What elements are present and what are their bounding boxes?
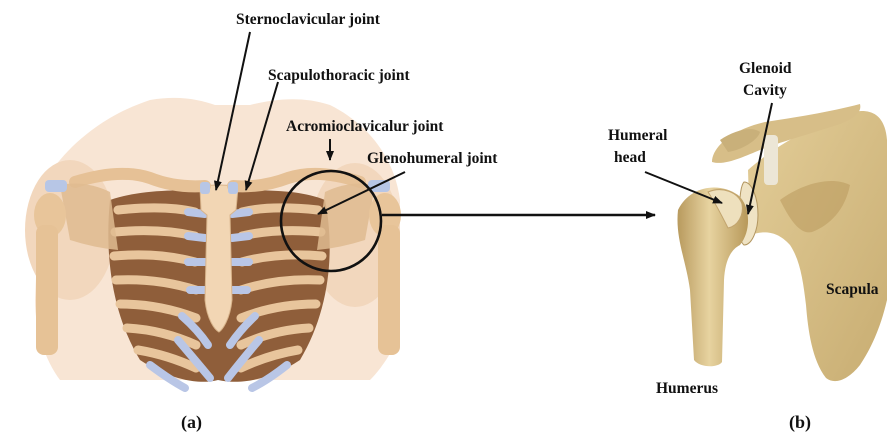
panel-b-illustration (677, 104, 887, 381)
panel-b-caption: (b) (789, 412, 811, 433)
glenoid-label-line2: Cavity (743, 82, 787, 99)
panel-a-caption: (a) (181, 412, 202, 433)
acromioclavicular-joint-label: Acromioclavicalur joint (286, 118, 444, 135)
panel-a-illustration (25, 98, 401, 388)
humerus-label: Humerus (656, 380, 718, 397)
humeral-head-label-line1: Humeral (608, 127, 668, 144)
scapulothoracic-joint-label: Scapulothoracic joint (268, 67, 410, 84)
glenohumeral-joint-label: Glenohumeral joint (367, 150, 498, 167)
humeral-head-arrow (645, 172, 722, 203)
humeral-head-label-line2: head (614, 149, 646, 166)
sternoclavicular-joint-label: Sternoclavicular joint (236, 11, 381, 28)
scapula-label: Scapula (826, 281, 879, 298)
right-humerus (378, 225, 400, 355)
glenoid-label-line1: Glenoid (739, 60, 792, 77)
ligament (764, 135, 778, 185)
left-humerus (36, 225, 58, 355)
